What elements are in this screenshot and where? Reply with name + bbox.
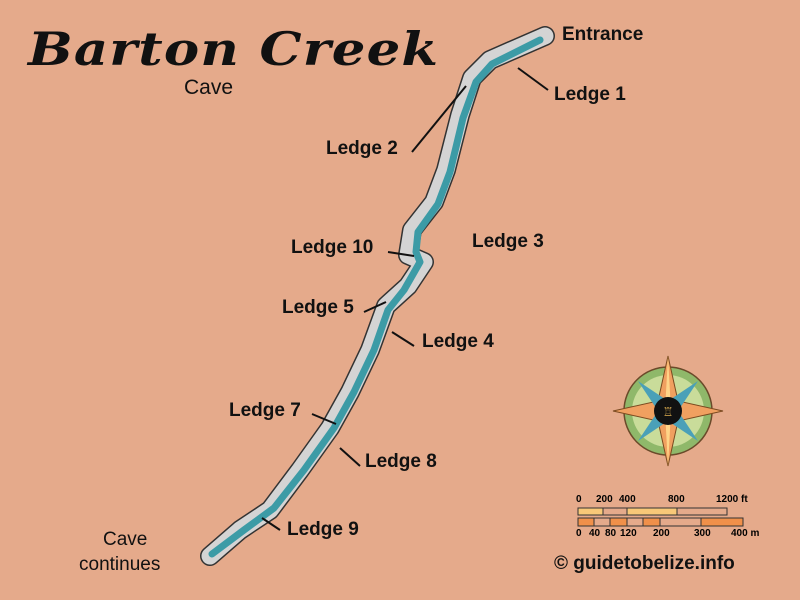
scale-ft-labels: 0 200 400 800 1200 ft xyxy=(576,494,768,506)
label-ledge-8: Ledge 8 xyxy=(365,451,437,472)
scale-ft-tick: 1200 ft xyxy=(716,494,748,505)
scale-m-tick: 40 xyxy=(589,528,601,539)
leader-lines xyxy=(261,67,549,531)
scale-m-tick: 300 xyxy=(694,528,711,539)
map-subtitle: Cave xyxy=(184,76,234,99)
scale-ft-tick: 800 xyxy=(668,494,685,505)
label-ledge-9: Ledge 9 xyxy=(287,519,359,540)
scale-m-tick: 200 xyxy=(653,528,670,539)
label-ledge-2: Ledge 2 xyxy=(326,138,398,159)
map-title: Barton Creek xyxy=(28,22,440,76)
scale-ft-tick: 400 xyxy=(619,494,636,505)
copyright: © guidetobelize.info xyxy=(554,553,735,574)
compass-rose-icon: ♖ xyxy=(612,355,724,467)
label-ledge-5: Ledge 5 xyxy=(282,297,354,318)
scale-m-tick: 120 xyxy=(620,528,637,539)
scale-m-tick: 80 xyxy=(605,528,617,539)
scale-bar xyxy=(577,507,744,527)
svg-text:♖: ♖ xyxy=(663,405,674,419)
underground-river xyxy=(208,36,544,558)
label-ledge-3: Ledge 3 xyxy=(472,231,544,252)
label-cave-continues-1: Cave xyxy=(103,529,148,550)
label-ledge-10: Ledge 10 xyxy=(291,237,374,258)
label-entrance: Entrance xyxy=(562,24,644,45)
scale-m-tick: 0 xyxy=(576,528,582,539)
scale-m-tick: 400 m xyxy=(731,528,760,539)
label-ledge-7: Ledge 7 xyxy=(229,400,301,421)
label-cave-continues-2: continues xyxy=(79,554,161,575)
cave-passage xyxy=(200,26,555,566)
scale-m-labels: 0 40 80 120 200 300 400 m xyxy=(576,528,768,540)
label-ledge-1: Ledge 1 xyxy=(554,84,626,105)
scale-ft-tick: 200 xyxy=(596,494,613,505)
label-ledge-4: Ledge 4 xyxy=(422,331,494,352)
scale-ft-tick: 0 xyxy=(576,494,582,505)
